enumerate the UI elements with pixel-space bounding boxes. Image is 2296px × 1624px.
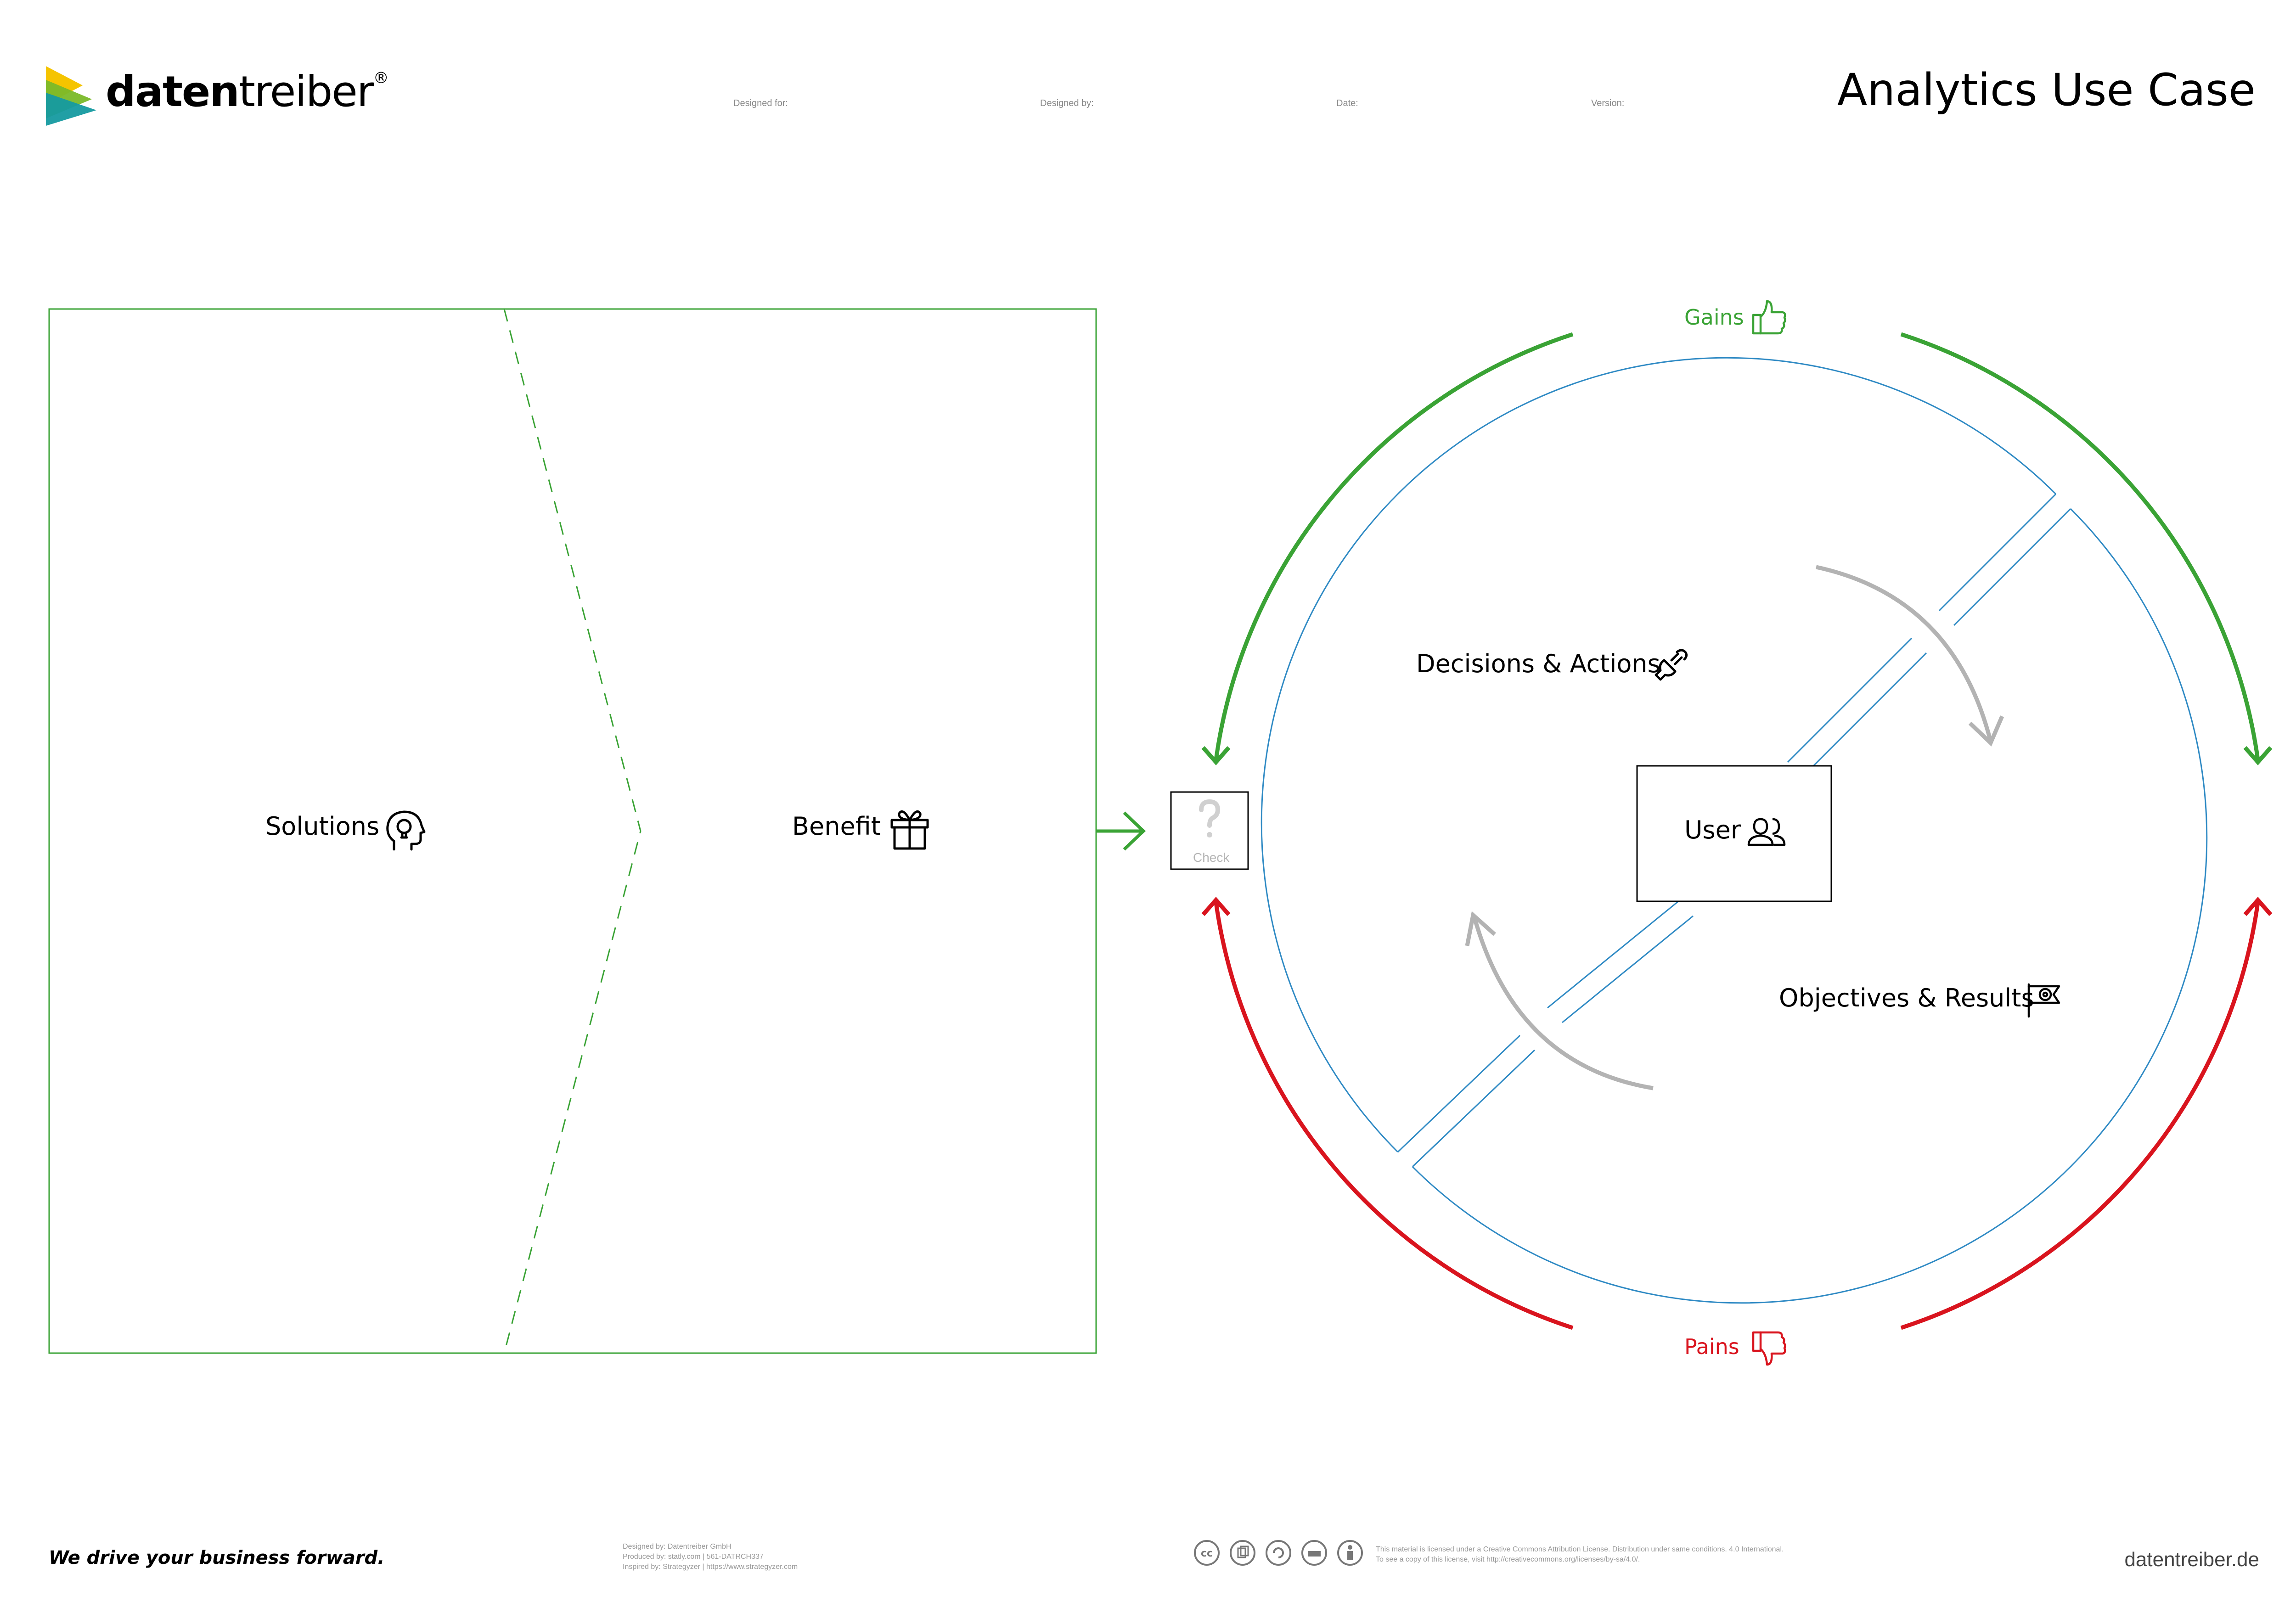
footer-tagline: We drive your business forward. bbox=[49, 1547, 385, 1568]
designed-by-label: Designed by: bbox=[1040, 98, 1094, 108]
brand-logo[interactable]: datentreiber® bbox=[46, 64, 389, 129]
target-flag-icon bbox=[2027, 983, 2060, 1018]
page-title: Analytics Use Case bbox=[1837, 64, 2256, 116]
user-label: User bbox=[1684, 815, 1741, 844]
check-box bbox=[1170, 791, 1249, 870]
date-label: Date: bbox=[1336, 98, 1358, 108]
thumbs-down-icon bbox=[1752, 1331, 1786, 1366]
designed-for-label: Designed for: bbox=[733, 98, 788, 108]
gray-cycle-arrows bbox=[1465, 565, 2004, 1090]
user-box bbox=[1636, 765, 1832, 902]
gains-arcs bbox=[1201, 332, 2273, 765]
credit-line: Produced by: statly.com | 561-DATRCH337 bbox=[623, 1553, 764, 1561]
check-label: Check bbox=[1193, 850, 1230, 865]
solutions-benefit-divider bbox=[503, 309, 642, 1354]
footer-credits: Designed by: Datentreiber GmbH Produced … bbox=[623, 1542, 798, 1572]
pains-arcs bbox=[1201, 897, 2273, 1330]
pains-label: Pains bbox=[1684, 1334, 1739, 1359]
benefit-label: Benefit bbox=[792, 812, 881, 841]
solutions-label: Solutions bbox=[265, 812, 380, 841]
thumbs-up-icon bbox=[1752, 300, 1786, 335]
gains-label: Gains bbox=[1684, 305, 1744, 330]
cc-icons: cc bbox=[1194, 1540, 1363, 1566]
objectives-results-label: Objectives & Results bbox=[1779, 983, 2034, 1012]
website-link[interactable]: datentreiber.de bbox=[2124, 1548, 2259, 1571]
plug-icon bbox=[1654, 649, 1688, 681]
datentreiber-logo-icon bbox=[46, 66, 96, 126]
license-line: This material is licensed under a Creati… bbox=[1376, 1545, 1784, 1553]
users-icon bbox=[1747, 818, 1786, 846]
left-panel-frame bbox=[48, 308, 1097, 1354]
user-cycle-circle bbox=[1261, 357, 2208, 1304]
brand-wordmark: datentreiber® bbox=[106, 67, 389, 116]
footer-license: This material is licensed under a Creati… bbox=[1376, 1545, 1784, 1565]
version-label: Version: bbox=[1591, 98, 1625, 108]
svg-text:cc: cc bbox=[1201, 1548, 1213, 1559]
lightbulb-head-icon bbox=[386, 810, 426, 851]
decisions-actions-label: Decisions & Actions bbox=[1416, 649, 1660, 678]
benefit-to-check-arrow bbox=[1096, 811, 1146, 851]
credit-line: Designed by: Datentreiber GmbH bbox=[623, 1543, 732, 1551]
question-mark-icon bbox=[1199, 799, 1221, 837]
gift-icon bbox=[890, 810, 929, 850]
credit-line: Inspired by: Strategyzer | https://www.s… bbox=[623, 1563, 798, 1571]
license-line: To see a copy of this license, visit htt… bbox=[1376, 1556, 1640, 1563]
